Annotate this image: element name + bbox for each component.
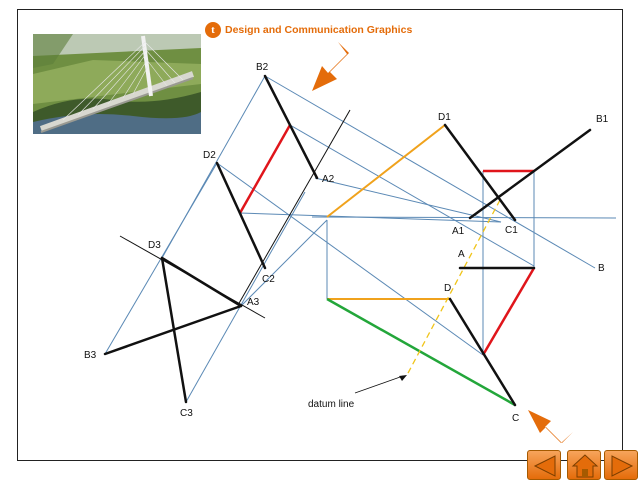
orange-arrow-up-left <box>528 410 573 443</box>
home-button[interactable] <box>567 450 601 480</box>
red-edges <box>238 124 536 356</box>
label-C2: C2 <box>262 274 275 285</box>
datum-pointer <box>354 375 404 394</box>
label-C1: C1 <box>505 225 518 236</box>
label-D3: D3 <box>148 240 161 251</box>
bridge-photo <box>33 34 201 134</box>
label-B3: B3 <box>84 350 97 361</box>
header: t Design and Communication Graphics <box>205 20 412 40</box>
prev-button[interactable] <box>527 450 561 480</box>
arrow-right-icon <box>611 455 634 477</box>
orange-edges <box>326 124 450 300</box>
home-icon <box>571 454 599 478</box>
reference-lines <box>119 109 351 319</box>
label-D2: D2 <box>203 150 216 161</box>
label-datum-line: datum line <box>308 399 355 410</box>
label-A3: A3 <box>247 297 260 308</box>
next-button[interactable] <box>604 450 638 480</box>
green-edge <box>326 297 516 407</box>
label-D: D <box>444 283 451 294</box>
header-title: Design and Communication Graphics <box>225 24 413 36</box>
datum-pointer-head <box>399 375 407 381</box>
projection-lines <box>104 75 617 403</box>
label-C: C <box>512 413 519 424</box>
orange-arrow-down-left <box>312 42 349 91</box>
thick-edges <box>103 74 592 407</box>
label-A1: A1 <box>452 226 465 237</box>
label-A: A <box>458 249 465 260</box>
label-B1: B1 <box>596 114 609 125</box>
slide-frame <box>17 9 623 461</box>
label-A2: A2 <box>322 174 335 185</box>
datum-line <box>406 199 501 376</box>
logo-icon: t <box>205 22 221 38</box>
label-C3: C3 <box>180 408 193 419</box>
orange-arrows <box>312 42 573 443</box>
label-B2: B2 <box>256 62 269 73</box>
arrow-left-icon <box>533 455 556 477</box>
label-D1: D1 <box>438 112 451 123</box>
bridge-photo-icon <box>33 34 201 134</box>
label-B: B <box>598 263 605 274</box>
